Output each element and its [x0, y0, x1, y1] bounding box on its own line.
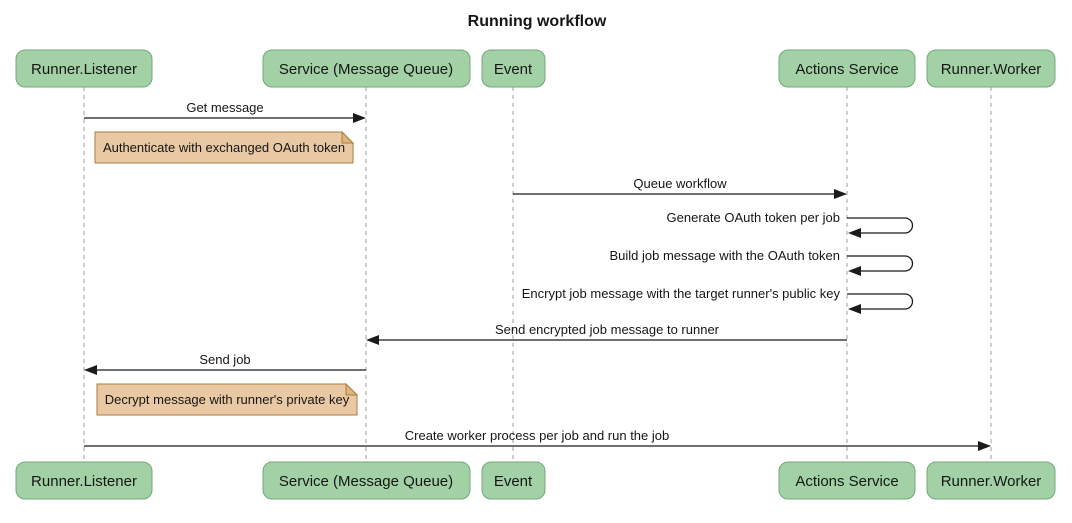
note-fold-corner-icon	[345, 382, 359, 396]
participant-box	[926, 49, 1056, 88]
note-box	[94, 131, 354, 164]
note-fold-corner-icon	[341, 130, 355, 144]
note-label: Authenticate with exchanged OAuth token	[103, 140, 345, 155]
note-box	[96, 383, 358, 416]
participant-box	[481, 461, 546, 500]
participant-top-actions-service: Actions Service	[778, 49, 916, 88]
message-label: Create worker process per job and run th…	[405, 428, 669, 443]
arrowhead-right-icon	[834, 189, 847, 199]
self-message-encrypt-job-message: Encrypt job message with the target runn…	[522, 286, 914, 314]
participant-bottom-event: Event	[481, 461, 546, 500]
participant-label: Runner.Worker	[941, 61, 1042, 78]
participant-bottom-runner-worker: Runner.Worker	[926, 461, 1056, 500]
message-label: Send job	[199, 352, 250, 367]
participant-label: Runner.Listener	[31, 473, 137, 490]
arrowhead-left-icon	[366, 335, 379, 345]
participant-box	[15, 49, 153, 88]
participant-label: Runner.Listener	[31, 61, 137, 78]
participant-box	[15, 461, 153, 500]
message-get-message: Get message	[84, 100, 366, 123]
participant-label: Event	[494, 473, 533, 490]
note-decrypt-message: Decrypt message with runner's private ke…	[96, 382, 359, 416]
self-message-generate-oauth-token: Generate OAuth token per job	[667, 210, 914, 238]
message-create-worker-process: Create worker process per job and run th…	[84, 428, 991, 451]
participant-label: Actions Service	[795, 61, 898, 78]
participant-label: Service (Message Queue)	[279, 473, 453, 490]
participant-box	[778, 461, 916, 500]
participant-box	[926, 461, 1056, 500]
message-label: Queue workflow	[633, 176, 727, 191]
participant-label: Runner.Worker	[941, 473, 1042, 490]
arrowhead-right-icon	[353, 113, 366, 123]
participant-label: Event	[494, 61, 533, 78]
participant-box	[262, 49, 471, 88]
participant-top-event: Event	[481, 49, 546, 88]
note-authenticate-oauth: Authenticate with exchanged OAuth token	[94, 130, 355, 164]
participant-label: Service (Message Queue)	[279, 61, 453, 78]
participant-box	[262, 461, 471, 500]
arrowhead-left-icon	[848, 266, 861, 276]
message-label: Generate OAuth token per job	[667, 210, 840, 225]
participant-box	[778, 49, 916, 88]
self-loop-line	[847, 293, 914, 310]
participant-top-runner-worker: Runner.Worker	[926, 49, 1056, 88]
message-label: Send encrypted job message to runner	[495, 322, 720, 337]
message-label: Build job message with the OAuth token	[609, 248, 840, 263]
message-send-job: Send job	[84, 352, 366, 375]
message-label: Get message	[186, 100, 263, 115]
participant-top-runner-listener: Runner.Listener	[15, 49, 153, 88]
participant-box	[481, 49, 546, 88]
arrowhead-right-icon	[978, 441, 991, 451]
message-label: Encrypt job message with the target runn…	[522, 286, 841, 301]
arrowhead-left-icon	[84, 365, 97, 375]
participant-label: Actions Service	[795, 473, 898, 490]
arrowhead-left-icon	[848, 304, 861, 314]
self-message-build-job-message: Build job message with the OAuth token	[609, 248, 914, 276]
message-send-encrypted-job-message: Send encrypted job message to runner	[366, 322, 847, 345]
arrowhead-left-icon	[848, 228, 861, 238]
note-label: Decrypt message with runner's private ke…	[105, 392, 350, 407]
diagram-title: Running workflow	[468, 13, 607, 30]
participant-top-service-message-queue: Service (Message Queue)	[262, 49, 471, 88]
self-loop-line	[847, 217, 914, 234]
participant-bottom-actions-service: Actions Service	[778, 461, 916, 500]
message-queue-workflow: Queue workflow	[513, 176, 847, 199]
self-loop-line	[847, 255, 914, 272]
participant-bottom-service-message-queue: Service (Message Queue)	[262, 461, 471, 500]
participant-bottom-runner-listener: Runner.Listener	[15, 461, 153, 500]
